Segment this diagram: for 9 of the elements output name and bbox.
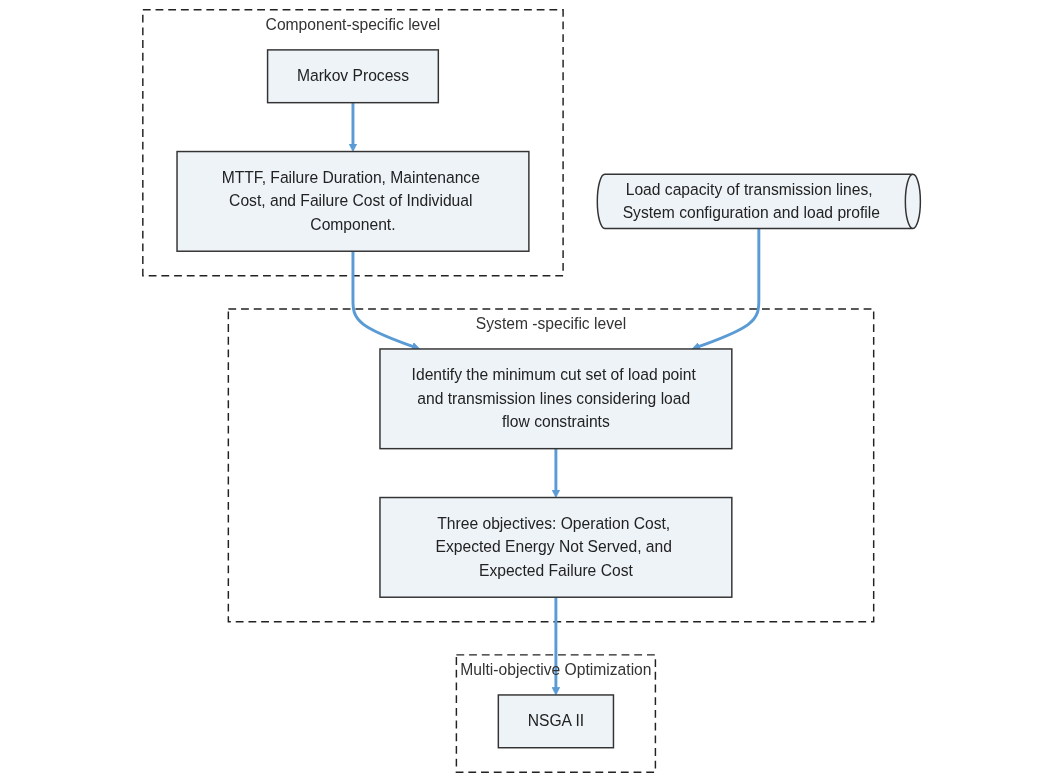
node-box: Identify the minimum cut set of load point and transmission lines considering load flow constraints <box>379 348 733 450</box>
node-box: Three objectives: Operation Cost, Expected Energy Not Served, and Expected Failure Cost <box>379 496 733 598</box>
node-box: NSGA II <box>498 694 615 749</box>
node-text: Load capacity of transmission lines, System configuration and load profile <box>623 180 881 221</box>
arrow <box>552 448 561 498</box>
arrow <box>552 597 561 696</box>
arrow <box>349 102 358 152</box>
node-box: MTTF, Failure Duration, Maintenance Cost, and Failure Cost of Individual Component. <box>176 150 530 252</box>
node-box: Markov Process <box>267 49 440 104</box>
